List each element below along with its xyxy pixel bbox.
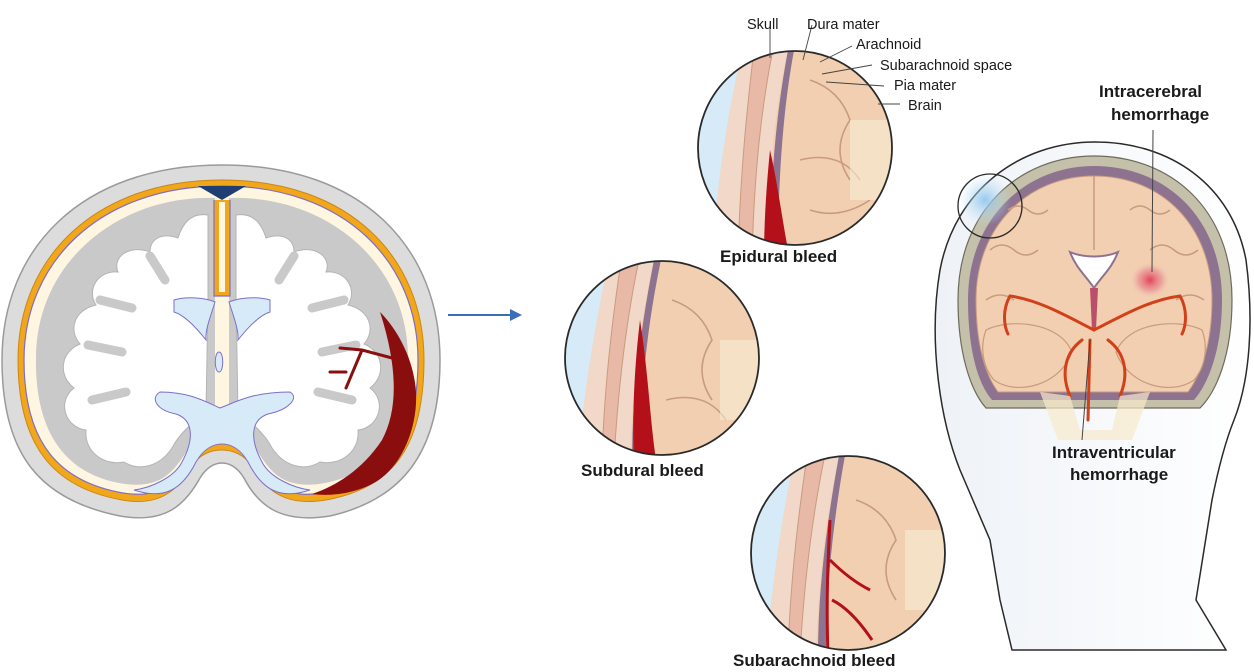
label-intraventricular-1: Intraventricular — [1052, 443, 1176, 462]
caption-epidural: Epidural bleed — [720, 247, 837, 266]
caption-subdural: Subdural bleed — [581, 461, 704, 480]
arrow — [448, 309, 522, 321]
epidural-circle — [690, 40, 910, 260]
label-arachnoid: Arachnoid — [856, 37, 921, 53]
label-skull: Skull — [747, 17, 778, 33]
head-illustration — [935, 130, 1250, 650]
label-subarachnoid-space: Subarachnoid space — [880, 58, 1012, 74]
label-intracerebral-2: hemorrhage — [1111, 105, 1209, 124]
coronal-brain-section — [2, 165, 440, 518]
caption-subarachnoid: Subarachnoid bleed — [733, 651, 895, 670]
subarachnoid-circle — [745, 450, 955, 660]
intracerebral-hemorrhage-spot — [1130, 262, 1170, 298]
subdural-circle — [560, 255, 770, 465]
label-pia-mater: Pia mater — [894, 78, 956, 94]
label-intraventricular-2: hemorrhage — [1070, 465, 1168, 484]
label-intracerebral-1: Intracerebral — [1099, 82, 1202, 101]
label-brain: Brain — [908, 98, 942, 114]
label-dura-mater: Dura mater — [807, 17, 880, 33]
